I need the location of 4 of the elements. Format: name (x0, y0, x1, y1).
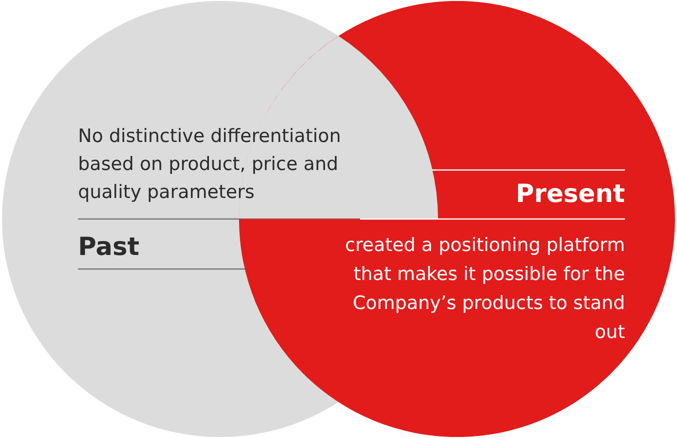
heading-text: Present (514, 178, 625, 210)
heading-text: Past (78, 231, 140, 263)
description-text: No distinctive differentiation based on product, price and quality parameters (78, 125, 342, 205)
description-text: created a positioning platform that makes it possible for the Company’s products to stand out (344, 234, 625, 345)
